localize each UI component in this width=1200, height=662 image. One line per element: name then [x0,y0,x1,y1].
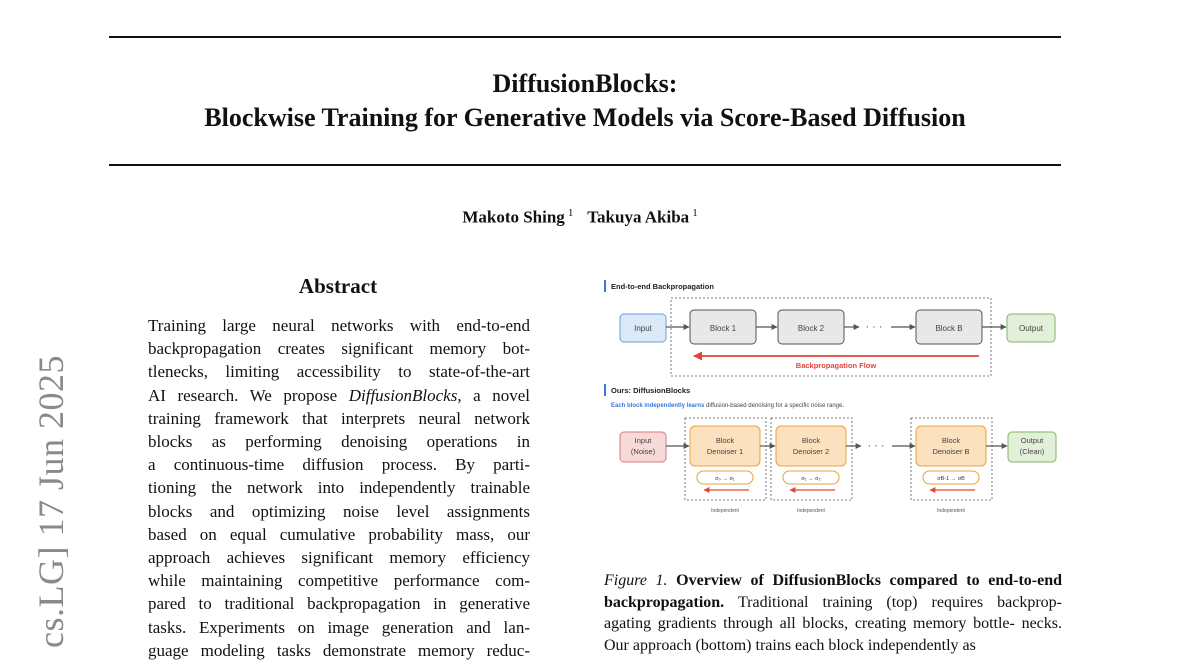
abstract-line: based on equal cumulative probability ma… [148,524,530,544]
denoiser-label: Denoiser 2 [793,447,829,456]
figure-1-diagram: End-to-end Backpropagation Input Block 1… [604,280,1057,514]
output-node-label: Output [1019,324,1044,333]
input-node [619,313,667,343]
block-1-label: Block 1 [710,324,737,333]
block-b-label: Block B [935,324,962,333]
independent-label: Independent [797,508,825,514]
author-name: Makoto Shing [462,207,565,227]
denoiser-2-node [775,425,847,467]
caption-bold: Overview of DiffusionBlocks compared to … [604,572,1063,611]
output-node [1006,313,1056,343]
caption-text: Traditional training (top) requires back… [737,593,1062,611]
title-rule-top [109,36,1061,38]
abstract-line: blocks as performing denoising operation… [148,432,530,452]
title-rule-bottom [109,164,1061,166]
abstract-line: tioning the network into independently t… [148,478,530,498]
abstract-heading: Abstract [298,274,378,298]
independent-boundary [910,417,993,501]
abstract-line: Training large neural networks with end-… [148,316,530,335]
abstract-line: training framework that interprets neura… [148,408,530,428]
clean-output-label: Output [1021,436,1044,445]
denoiser-label: Block [942,436,961,445]
independent-boundary [684,417,767,501]
abstract-line: tasks. Experiments on image generation a… [148,617,530,637]
ellipsis: · · · [867,440,884,452]
abstract-line: backpropagation creates significant memo… [148,339,530,359]
arxiv-stamp: cs.LG] 17 Jun 2025 [31,355,71,648]
abstract-line: AI research. We propose DiffusionBlocks,… [148,385,530,405]
denoiser-label: Denoiser 1 [707,447,743,456]
denoiser-label: Block [716,436,735,445]
bottom-section-label: Ours: DiffusionBlocks [611,386,690,395]
abstract-text: Training large neural networks with end-… [148,314,530,662]
noise-input-label: Input [635,436,653,445]
block-2-label: Block 2 [798,324,825,333]
independent-label: Independent [937,508,965,514]
abstract-line: tlenecks, limiting accessibility to stat… [148,362,530,382]
ellipsis: · · · [865,321,882,333]
clean-output-label: (Clean) [1020,447,1045,456]
noise-range-pill [696,470,754,485]
author-affiliation: 1 [567,207,574,219]
bottom-section-note: Each block independently learns diffusio… [611,403,844,409]
author-name: Takuya Akiba [587,207,690,227]
noise-range-label: σB-1 → σB [937,476,965,482]
independent-boundary [770,417,853,501]
noise-range-pill [922,470,980,485]
independent-label: Independent [711,508,739,514]
denoiser-label: Block [802,436,821,445]
abstract-line: while maintaining competitive performanc… [148,571,530,591]
paper-title-line-1: DiffusionBlocks: [492,69,678,98]
figure-caption: Figure 1. Overview of DiffusionBlocks co… [604,570,1062,656]
caption-text: agating gradients through all blocks, cr… [604,615,1015,632]
denoiser-b-node [915,425,987,467]
noise-range-pill [782,470,840,485]
input-node-label: Input [634,324,653,333]
section-marker [604,280,606,292]
denoiser-label: Denoiser B [932,447,969,456]
backprop-label: Backpropagation Flow [796,361,877,370]
top-section-label: End-to-end Backpropagation [611,282,714,291]
denoiser-1-node [689,425,761,467]
section-marker [604,384,606,396]
noise-input-label: (Noise) [631,447,656,456]
paper-title-line-2: Blockwise Training for Generative Models… [204,103,966,132]
abstract-line: approach achieves significant memory eff… [148,548,530,568]
author-affiliation: 1 [692,207,698,219]
abstract-line: guage modeling tasks demonstrate memory … [148,640,530,660]
noise-range-label: σ₁ → σ₂ [801,476,820,482]
e2e-boundary [670,297,992,377]
noise-input-node [619,431,667,463]
clean-output-node [1007,431,1057,463]
caption-label: Figure 1. [604,572,668,589]
abstract-line: a continuous-time diffusion process. By … [148,455,530,475]
abstract-line: blocks and optimizing noise level assign… [148,501,530,521]
noise-range-label: σ₀ → σ₁ [715,476,735,482]
abstract-line: pared to traditional backpropagation in … [148,594,530,614]
